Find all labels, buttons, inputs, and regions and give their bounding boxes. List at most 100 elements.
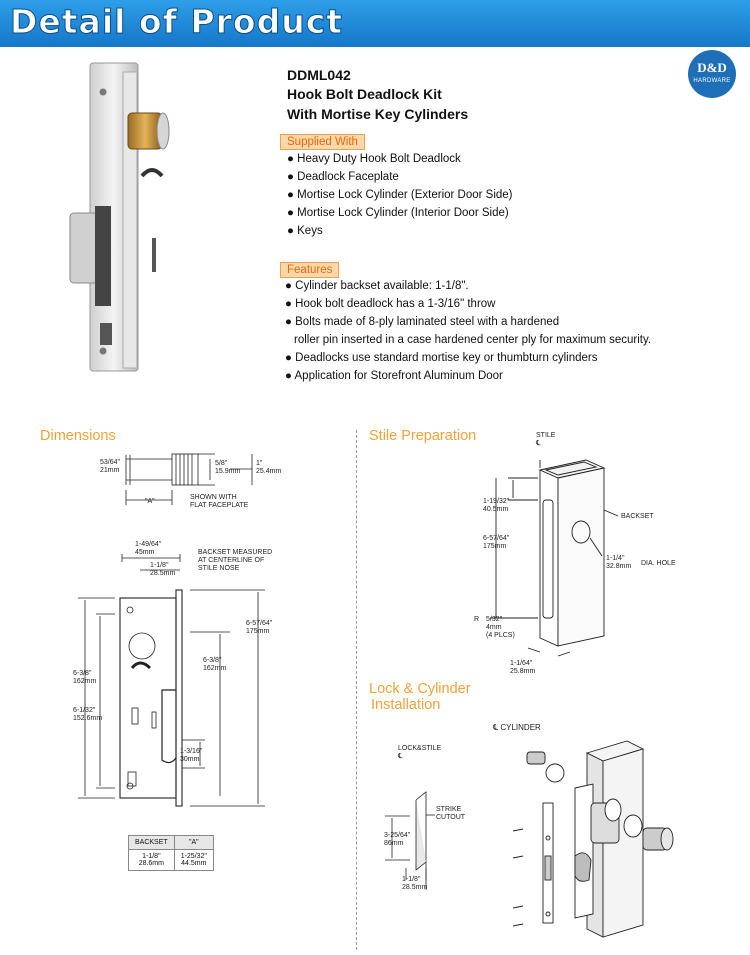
feature-item: ● Hook bolt deadlock has a 1-3/16" throw xyxy=(285,298,496,310)
dimensions-title: Dimensions xyxy=(40,428,116,444)
cell-in: 1-1/8" xyxy=(142,853,161,860)
table-header: "A" xyxy=(173,835,214,850)
dim-value: 6-57/64" xyxy=(483,535,510,542)
dim-53-64: 53/64"21mm xyxy=(100,459,120,475)
dim-value-mm: 86mm xyxy=(384,840,404,847)
dim-value: 5/32" xyxy=(486,616,503,623)
supplied-item: ● Deadlock Faceplate xyxy=(287,171,399,183)
dim-value-mm: 4mm xyxy=(486,624,502,631)
dim-value: 1-19/32" xyxy=(483,498,510,505)
dim-value: 53/64" xyxy=(100,459,121,466)
dim-value-mm: 175mm xyxy=(483,543,507,550)
feature-item: roller pin inserted in a case hardened c… xyxy=(294,334,652,346)
dim-1: 1"25.4mm xyxy=(256,460,281,476)
dim-value: 5/8" xyxy=(215,460,228,467)
dim-width-total: 1-49/64"45mm xyxy=(135,541,161,557)
dim-value: 6-3/8" xyxy=(203,657,222,664)
features-heading: Features xyxy=(280,262,340,278)
stile-prep-title: Stile Preparation xyxy=(369,428,477,444)
lock-stile-label: LOCK&STILE℄ xyxy=(398,745,441,761)
centerline-symbol: ℄ xyxy=(536,440,541,447)
dim-value: 3-25/64" xyxy=(384,832,411,839)
dim-height-faceplate: 6-57/64"175mm xyxy=(246,620,272,636)
stile-dim-hole: 1-1/4"32.8mm xyxy=(606,555,631,571)
cell-in: 1-25/32" xyxy=(180,853,207,860)
feature-item: ● Application for Storefront Aluminum Do… xyxy=(285,370,503,382)
ls-text: LOCK&STILE xyxy=(398,745,442,752)
cylinder-label: ℄ CYLINDER xyxy=(493,723,541,732)
note-line: SHOWN WITH xyxy=(190,494,237,501)
note-line: STILE NOSE xyxy=(198,565,240,572)
dim-value-mm: 45mm xyxy=(135,549,155,556)
dim-5-8: 5/8"15.9mm xyxy=(215,460,240,476)
dim-value: 1-1/8" xyxy=(402,876,421,883)
dim-value: 1-1/64" xyxy=(510,660,533,667)
dim-throw: 1-3/16"30mm xyxy=(180,748,202,764)
dim-value-mm: 32.8mm xyxy=(606,563,632,570)
header-banner: Detail of Product xyxy=(0,0,750,47)
stile-dim-height: 6-57/64"175mm xyxy=(483,535,509,551)
feature-item: ● Deadlocks use standard mortise key or … xyxy=(285,352,598,364)
stile-dia-hole: DIA. HOLE xyxy=(641,560,676,567)
supplied-heading: Supplied With xyxy=(280,134,365,150)
note-line: BACKSET MEASURED xyxy=(198,549,273,556)
stile-dim-slot: 1-1/64"25.8mm xyxy=(510,660,535,676)
dim-value-mm: 162mm xyxy=(203,665,227,672)
product-photo xyxy=(69,62,170,372)
dim-value: 1-49/64" xyxy=(135,541,162,548)
dim-value: 6-3/8" xyxy=(73,670,92,677)
stile-prep-drawing xyxy=(490,459,619,657)
strike-text: STRIKE xyxy=(436,806,462,813)
stile-dim-width: 1-19/32"40.5mm xyxy=(483,498,509,514)
product-model: DDML042 xyxy=(287,67,351,83)
dim-value-mm: 162mm xyxy=(73,678,97,685)
logo-text: D&D xyxy=(697,60,727,75)
backset-table: BACKSET "A" 1-1/8"28.6mm 1-25/32"44.5mm xyxy=(128,835,214,871)
install-dim-height: 3-25/64"86mm xyxy=(384,832,410,848)
install-title-line2: Installation xyxy=(371,697,441,713)
dim-value: 6-1/32" xyxy=(73,707,96,714)
dim-count: (4 PLCS) xyxy=(486,632,515,639)
dim-value-mm: 25.4mm xyxy=(256,468,282,475)
dim-value-mm: 15.9mm xyxy=(215,468,241,475)
dim-value: 1-3/16" xyxy=(180,748,203,755)
cell-mm: 28.6mm xyxy=(138,860,164,867)
install-dim-backset: 1-1/8"28.5mm xyxy=(402,876,427,892)
dim-value: 1-1/8" xyxy=(150,562,169,569)
dim-height-holes: 6-1/32"152.6mm xyxy=(73,707,102,723)
supplied-item: ● Heavy Duty Hook Bolt Deadlock xyxy=(287,153,461,165)
dim-a: "A" xyxy=(145,498,155,505)
table-row: 1-1/8"28.6mm 1-25/32"44.5mm xyxy=(128,849,214,871)
faceplate-top-drawing xyxy=(125,453,253,505)
dim-height-body-left: 6-3/8"162mm xyxy=(73,670,96,686)
lock-body-drawing xyxy=(78,554,265,807)
dim-value-mm: 30mm xyxy=(180,756,200,763)
supplied-item: ● Mortise Lock Cylinder (Interior Door S… xyxy=(287,207,509,219)
stile-backset-label: BACKSET xyxy=(621,513,654,520)
dim-value: 1" xyxy=(256,460,263,467)
dim-value: 6-57/64" xyxy=(246,620,273,627)
dim-value-mm: 25.8mm xyxy=(510,668,536,675)
logo-subtext: HARDWARE xyxy=(693,78,731,84)
dim-value-mm: 28.5mm xyxy=(402,884,428,891)
brand-logo: D&D HARDWARE xyxy=(688,50,736,98)
centerline-symbol: ℄ xyxy=(398,753,403,760)
stile-radius-r: R xyxy=(474,616,480,623)
note-line: FLAT FACEPLATE xyxy=(190,502,249,509)
note-line: AT CENTERLINE OF xyxy=(198,557,265,564)
supplied-item: ● Keys xyxy=(287,225,323,237)
feature-item: ● Cylinder backset available: 1-1/8". xyxy=(285,280,469,292)
install-title-line1: Lock & Cylinder xyxy=(369,681,471,697)
dim-value-mm: 28.5mm xyxy=(150,570,176,577)
stile-radius: 5/32"4mm(4 PLCS) xyxy=(486,616,515,640)
strike-cutout-drawing xyxy=(385,791,435,890)
dim-value-mm: 40.5mm xyxy=(483,506,509,513)
dim-value-mm: 152.6mm xyxy=(73,715,103,722)
cell-mm: 44.5mm xyxy=(181,860,207,867)
supplied-item: ● Mortise Lock Cylinder (Exterior Door S… xyxy=(287,189,513,201)
dim-value: 1-1/4" xyxy=(606,555,625,562)
product-title-line1: Hook Bolt Deadlock Kit xyxy=(287,86,442,102)
dim-height-body-right: 6-3/8"162mm xyxy=(203,657,226,673)
